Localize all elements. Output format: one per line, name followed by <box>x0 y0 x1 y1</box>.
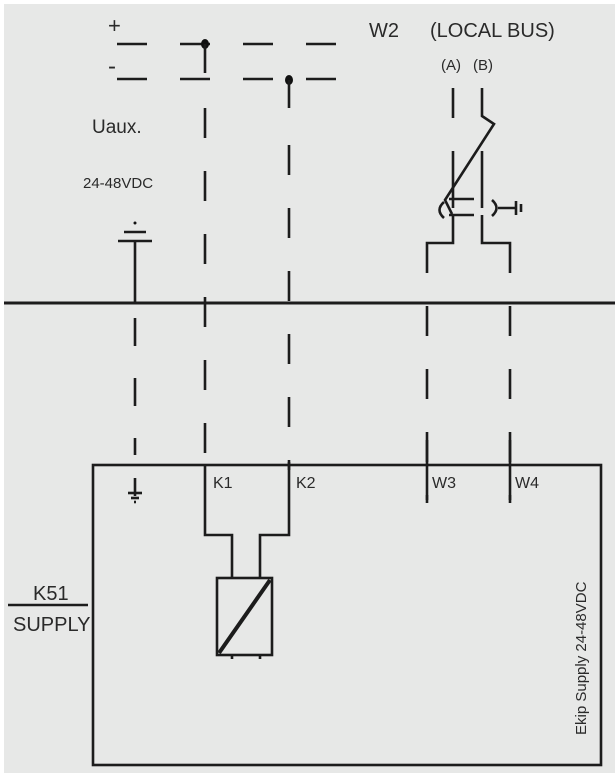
uaux-label: Uaux. <box>92 117 142 138</box>
module-name: SUPPLY <box>13 614 90 636</box>
earth-symbol-icon <box>118 221 152 303</box>
voltage-label: 24-48VDC <box>83 175 153 192</box>
k2-internal-wire <box>258 462 291 578</box>
dc-dc-converter-icon <box>215 576 274 659</box>
module-box <box>91 463 603 767</box>
plus-label: + <box>108 13 121 38</box>
bus-title: (LOCAL BUS) <box>430 20 555 42</box>
background <box>4 4 615 773</box>
bus-b-wire <box>480 215 512 273</box>
bus-line-a-label: (A) <box>441 57 461 74</box>
terminal-w4: W4 <box>515 475 539 492</box>
module-code: K51 <box>33 583 69 605</box>
minus-label: - <box>108 53 116 80</box>
earth-terminal-icon <box>128 478 142 504</box>
terminal-w3: W3 <box>432 475 456 492</box>
twisted-pair <box>443 88 496 215</box>
shield-icon <box>438 197 523 219</box>
bus-line-b-label: (B) <box>473 57 493 74</box>
terminal-k2: K2 <box>296 475 316 492</box>
bus-name: W2 <box>369 20 399 42</box>
module-description: Ekip Supply 24-48VDC <box>573 581 590 735</box>
terminal-k1: K1 <box>213 475 233 492</box>
k1-internal-wire <box>203 465 234 578</box>
bus-a-wire <box>425 215 455 273</box>
